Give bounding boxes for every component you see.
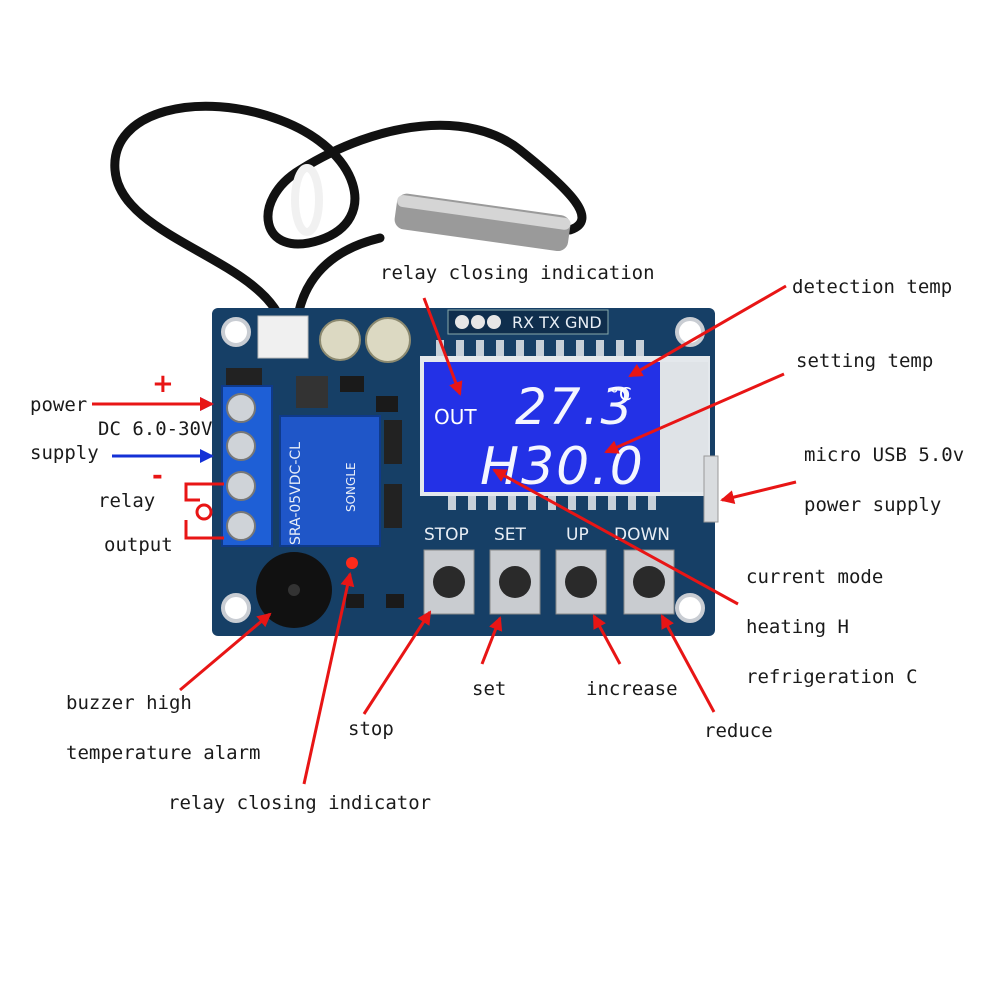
board-label-stop: STOP [424, 525, 469, 545]
label-stop: stop [348, 718, 394, 740]
capacitor [365, 317, 411, 363]
arrow-buzzer [179, 612, 272, 692]
lcd-unit: °C [610, 384, 632, 405]
label-supply: supply [30, 442, 99, 464]
ic-chip [340, 376, 364, 392]
lcd-screen [424, 362, 660, 492]
arrow-increase [592, 614, 622, 665]
arrow-relay-indicator [302, 572, 355, 785]
relay-led [346, 557, 358, 569]
arrow-detection-temp [628, 284, 787, 378]
minus-sign: - [152, 461, 163, 491]
lcd-out: OUT [434, 405, 477, 429]
label-current-mode: current mode [746, 566, 884, 588]
terminal-screws [226, 393, 256, 541]
header-pins [447, 309, 609, 335]
label-refrigeration: refrigeration C [746, 666, 918, 688]
lcd-pins-bottom [448, 496, 656, 510]
relay-switch-symbol [184, 482, 224, 540]
mount-hole [221, 317, 251, 347]
label-reduce: reduce [704, 720, 773, 742]
label-relay: relay [98, 490, 156, 512]
label-output: output [104, 534, 173, 556]
board-label-down: DOWN [614, 525, 670, 545]
mount-hole [675, 593, 705, 623]
board-label-up: UP [566, 525, 589, 545]
lcd-detection-temp: 27.3 [515, 378, 634, 436]
header-pins-label: RX TX GND [512, 313, 602, 332]
arrow-reduce [660, 614, 716, 713]
arrow-micro-usb [720, 480, 797, 504]
arrow-set [480, 616, 503, 665]
label-power-supply-usb: power supply [804, 494, 942, 516]
buzzer-hole [288, 584, 300, 596]
relay-model: SRA-05VDC-CL [288, 442, 304, 545]
label-temperature-alarm: temperature alarm [66, 742, 261, 764]
label-increase: increase [586, 678, 678, 700]
label-heating: heating H [746, 616, 849, 638]
capacitor [319, 319, 361, 361]
label-power: power [30, 394, 88, 416]
label-buzzer-high: buzzer high [66, 692, 192, 714]
diode-d1 [384, 484, 402, 528]
stop-button[interactable] [423, 549, 475, 615]
relay-brand: SONGLE [344, 462, 358, 512]
transistor-q1 [346, 594, 364, 608]
down-button[interactable] [623, 549, 675, 615]
diode-d2 [384, 420, 402, 464]
diode [226, 368, 262, 386]
arrow-stop [362, 610, 432, 715]
inductor [296, 376, 328, 408]
set-button[interactable] [489, 549, 541, 615]
mount-hole [221, 593, 251, 623]
up-button[interactable] [555, 549, 607, 615]
probe-cable [110, 101, 587, 335]
relay-component [279, 415, 381, 547]
cable-tie [291, 164, 323, 236]
lcd-backlight-edge [660, 362, 708, 492]
arrow-setting-temp [604, 372, 785, 454]
arrow-relay-closing-indication [422, 297, 463, 396]
label-relay-closing-indicator: relay closing indicator [168, 792, 432, 814]
label-setting-temp: setting temp [796, 350, 934, 372]
micro-usb-port[interactable] [703, 455, 719, 523]
arrow-current-mode [492, 468, 739, 606]
label-dc-range: DC 6.0-30V [98, 418, 213, 440]
label-relay-closing-indication: relay closing indication [380, 262, 655, 284]
lcd-pins-top [436, 340, 644, 356]
probe-connector [257, 315, 309, 359]
label-detection-temp: detection temp [792, 276, 953, 298]
ic-chip [376, 396, 398, 412]
board-label-set: SET [494, 525, 527, 545]
plus-sign: + [152, 369, 174, 399]
temperature-probe [394, 193, 571, 252]
transistor-q2 [386, 594, 404, 608]
label-micro-usb: micro USB 5.0v [804, 444, 965, 466]
label-set: set [472, 678, 507, 700]
